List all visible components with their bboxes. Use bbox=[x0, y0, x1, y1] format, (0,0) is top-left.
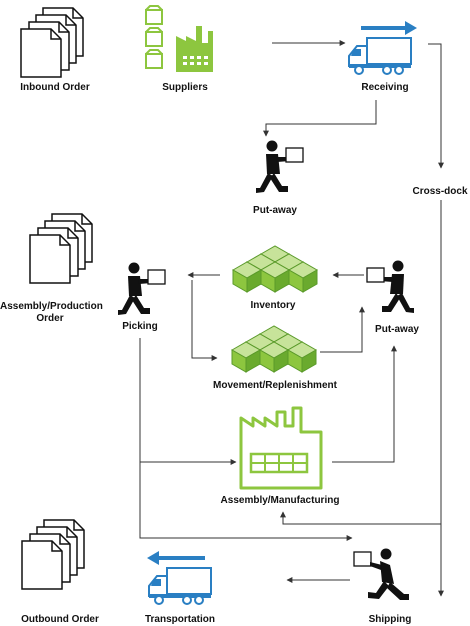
truck-arrow-left-icon bbox=[147, 551, 212, 605]
stacked-cubes-icon bbox=[233, 246, 317, 292]
assembly-manufacturing-label: Assembly/Manufacturing bbox=[220, 495, 340, 506]
picking-to-assembly-arrow bbox=[139, 338, 237, 465]
connectors bbox=[139, 40, 444, 597]
receiving-label: Receiving bbox=[361, 82, 409, 93]
putaway-top-label: Put-away bbox=[253, 205, 297, 216]
suppliers-label: Suppliers bbox=[162, 82, 208, 93]
putaway-mid-label: Put-away bbox=[375, 324, 419, 335]
inventory-label: Inventory bbox=[250, 300, 296, 311]
document-stack-icon bbox=[22, 520, 84, 589]
person-carrying-box-icon bbox=[366, 259, 415, 314]
assembly-production-order-label-line2: Order bbox=[36, 313, 64, 324]
movement-replenishment-label: Movement/Replenishment bbox=[213, 380, 337, 391]
receiving-to-putaway-arrow bbox=[263, 100, 377, 137]
document-stack-icon bbox=[21, 8, 83, 77]
outbound-order-label: Outbound Order bbox=[21, 614, 99, 625]
crossdock-to-assembly-arrow bbox=[280, 511, 441, 525]
inbound-order-label: Inbound Order bbox=[20, 82, 90, 93]
cross-dock-label: Cross-dock bbox=[412, 186, 468, 197]
assembly-to-putaway-arrow bbox=[332, 345, 397, 463]
person-carrying-box-icon bbox=[117, 261, 166, 316]
person-carrying-box-icon bbox=[255, 139, 304, 194]
stacked-cubes-icon bbox=[232, 326, 316, 372]
transportation-label: Transportation bbox=[144, 614, 215, 625]
factory-icon bbox=[239, 406, 323, 490]
truck-arrow-right-icon bbox=[348, 21, 417, 75]
document-stack-icon bbox=[30, 214, 92, 283]
picking-to-shipping-arrow bbox=[139, 462, 353, 541]
factory-with-boxes-icon bbox=[145, 5, 213, 72]
picking-label: Picking bbox=[122, 321, 158, 332]
movement-to-putaway-arrow bbox=[320, 306, 365, 353]
shipping-label: Shipping bbox=[368, 614, 412, 625]
picking-to-movement-arrow bbox=[191, 280, 218, 361]
person-pushing-box-icon bbox=[353, 548, 409, 600]
receiving-to-crossdock-arrow bbox=[428, 43, 444, 169]
assembly-production-order-label-line1: Assembly/Production bbox=[0, 301, 103, 312]
